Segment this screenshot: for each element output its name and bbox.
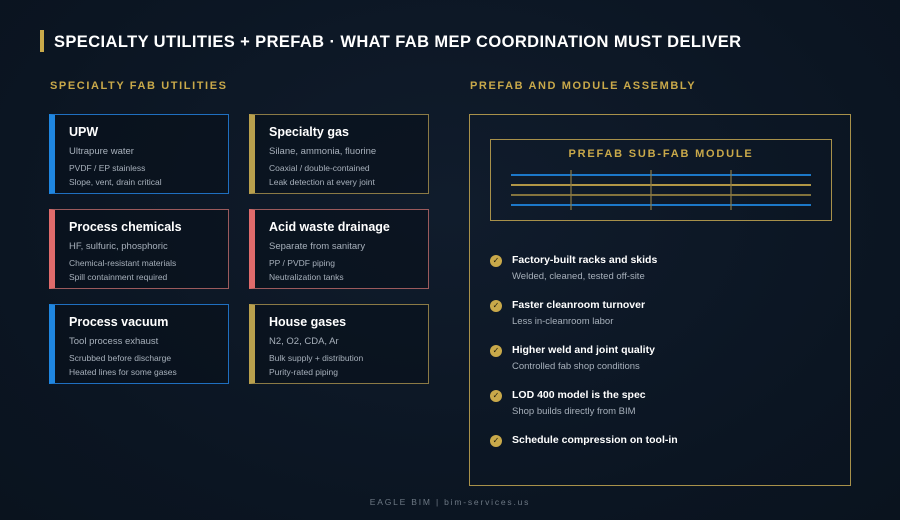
utility-card-process-chemicals: Process chemicals HF, sulfuric, phosphor… [49,209,229,289]
card-title: Process vacuum [69,315,169,329]
card-detail: Spill containment required [69,272,168,282]
section-label-prefab: PREFAB AND MODULE ASSEMBLY [470,80,697,92]
prefab-module-diagram: PREFAB SUB-FAB MODULE [490,139,832,221]
card-detail: Neutralization tanks [269,272,344,282]
utility-card-upw: UPW Ultrapure water PVDF / EP stainless … [49,114,229,194]
benefit-subtitle: Less in-cleanroom labor [512,316,614,327]
card-detail: Scrubbed before discharge [69,353,172,363]
card-subtitle: Separate from sanitary [269,241,366,252]
card-title: Process chemicals [69,220,182,234]
card-title: Specialty gas [269,125,349,139]
check-icon: ✓ [490,255,502,267]
module-pipe-diagram [511,170,811,210]
footer-credit: EAGLE BIM | bim-services.us [369,497,531,507]
card-detail: Bulk supply + distribution [269,353,364,363]
benefit-title: Higher weld and joint quality [512,344,655,356]
benefit-title: Factory-built racks and skids [512,254,658,266]
check-icon: ✓ [490,300,502,312]
title-accent-bar [40,30,44,52]
page-title: SPECIALTY UTILITIES + PREFAB · WHAT FAB … [54,33,742,51]
check-icon: ✓ [490,390,502,402]
card-subtitle: Ultrapure water [69,146,134,157]
card-subtitle: N2, O2, CDA, Ar [269,336,339,347]
card-subtitle: HF, sulfuric, phosphoric [69,241,168,252]
card-subtitle: Tool process exhaust [69,336,159,347]
card-detail: Chemical-resistant materials [69,258,177,268]
card-title: Acid waste drainage [269,220,390,234]
card-detail: Purity-rated piping [269,367,338,377]
benefit-title: LOD 400 model is the spec [512,389,646,401]
check-icon: ✓ [490,345,502,357]
card-detail: Leak detection at every joint [269,177,375,187]
card-detail: PP / PVDF piping [269,258,335,268]
utility-card-specialty-gas: Specialty gas Silane, ammonia, fluorine … [249,114,429,194]
card-subtitle: Silane, ammonia, fluorine [269,146,377,157]
card-detail: Coaxial / double-contained [269,163,370,173]
benefit-title: Faster cleanroom turnover [512,299,646,311]
benefit-subtitle: Welded, cleaned, tested off-site [512,271,645,282]
prefab-panel: PREFAB SUB-FAB MODULE ✓ Factory-built ra… [469,114,851,486]
card-detail: Slope, vent, drain critical [69,177,162,187]
utility-card-process-vacuum: Process vacuum Tool process exhaust Scru… [49,304,229,384]
benefit-subtitle: Controlled fab shop conditions [512,361,640,372]
utility-card-acid-waste: Acid waste drainage Separate from sanita… [249,209,429,289]
check-icon: ✓ [490,435,502,447]
benefit-subtitle: Shop builds directly from BIM [512,406,636,417]
utility-card-house-gases: House gases N2, O2, CDA, Ar Bulk supply … [249,304,429,384]
module-title: PREFAB SUB-FAB MODULE [568,148,754,160]
card-detail: PVDF / EP stainless [69,163,146,173]
card-title: UPW [69,125,99,139]
section-label-utilities: SPECIALTY FAB UTILITIES [50,80,228,92]
benefit-title: Schedule compression on tool-in [512,434,678,446]
card-detail: Heated lines for some gases [69,367,177,377]
card-title: House gases [269,315,347,329]
